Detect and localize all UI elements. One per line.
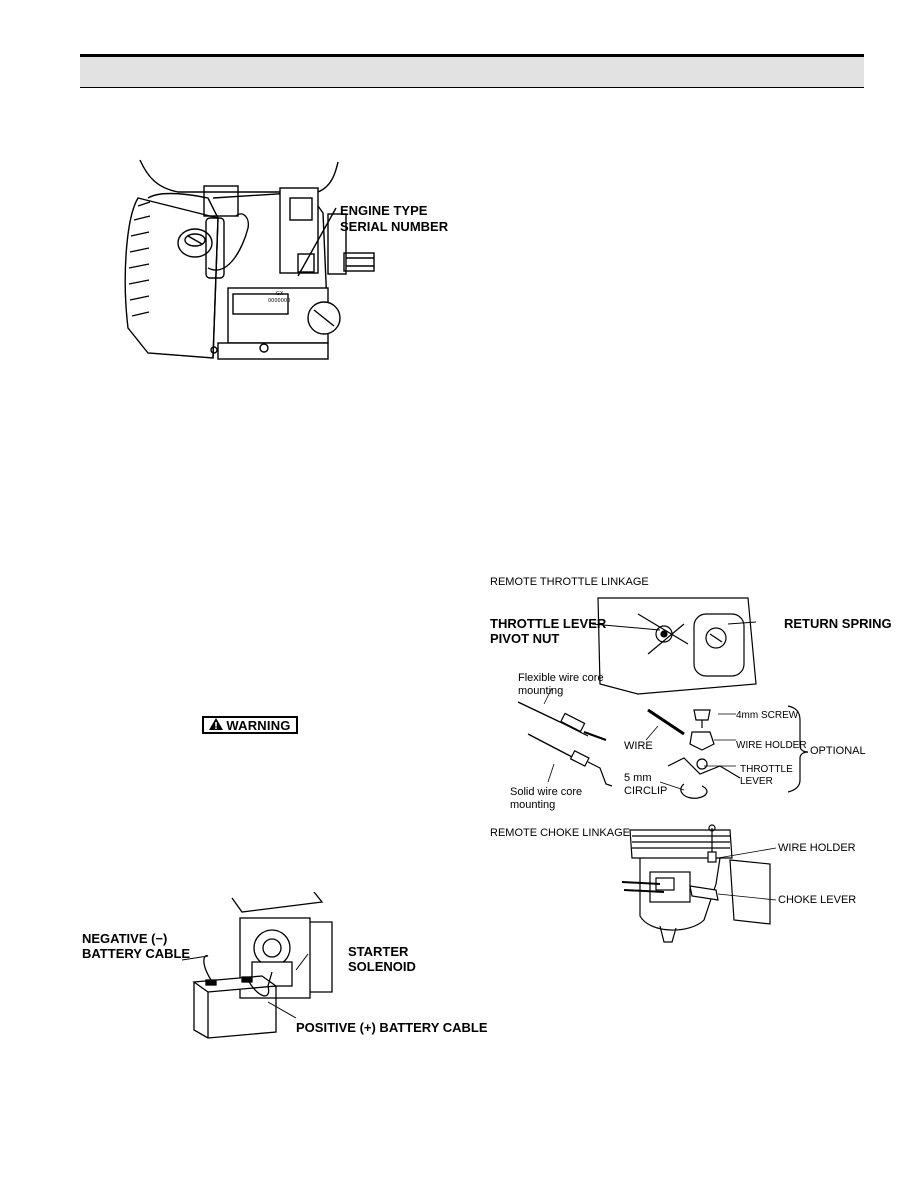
choke-drawing — [621, 824, 777, 943]
engine-plate-model: GX — [276, 291, 284, 297]
choke-wire-holder-label: WIRE HOLDER — [778, 842, 856, 854]
warning-badge: WARNING — [202, 716, 298, 734]
choke-lever-label: CHOKE LEVER — [778, 894, 857, 906]
positive-battery-cable-label: POSITIVE (+) BATTERY CABLE — [296, 1020, 488, 1035]
serial-number-label: SERIAL NUMBER — [340, 219, 449, 234]
wire-label: WIRE — [624, 740, 653, 752]
5mm-circlip-label: 5 mm CIRCLIP — [624, 772, 668, 797]
remote-throttle-figure: THROTTLE LEVER PIVOT NUT RETURN SPRING F… — [488, 594, 892, 814]
throttle-lever-label: THROTTLE LEVER — [740, 764, 793, 787]
throttle-lever-pivot-nut-label: THROTTLE LEVER PIVOT NUT — [490, 616, 607, 646]
flexible-wire-core-label: Flexible wire core mounting — [518, 672, 604, 697]
remote-choke-caption: REMOTE CHOKE LINKAGE — [490, 827, 630, 839]
negative-battery-cable-label: NEGATIVE (−) BATTERY CABLE — [82, 931, 191, 961]
section-header-bar — [80, 54, 864, 88]
4mm-screw-label: 4mm SCREW — [736, 710, 799, 721]
engine-plate-serial: 0000000 — [268, 298, 290, 304]
engine-drawing: GX 0000000 — [124, 159, 375, 360]
warning-triangle-icon — [209, 717, 224, 733]
return-spring-label: RETURN SPRING — [784, 616, 892, 631]
battery-connection-figure: NEGATIVE (−) BATTERY CABLE STARTER SOLEN… — [82, 892, 488, 1042]
engine-type-label: ENGINE TYPE — [340, 203, 428, 218]
warning-label: WARNING — [226, 717, 291, 733]
optional-label: OPTIONAL — [810, 745, 866, 757]
solid-wire-core-label: Solid wire core mounting — [510, 786, 583, 811]
remote-choke-figure: WIRE HOLDER CHOKE LEVER — [620, 824, 860, 950]
engine-id-figure: GX 0000000 ENGINE TYPE SERIAL NUMBER — [118, 158, 458, 368]
wire-holder-label: WIRE HOLDER — [736, 740, 807, 751]
throttle-drawing — [517, 597, 809, 799]
remote-throttle-caption: REMOTE THROTTLE LINKAGE — [490, 576, 649, 588]
battery-drawing — [181, 892, 333, 1039]
starter-solenoid-label: STARTER SOLENOID — [348, 944, 416, 974]
